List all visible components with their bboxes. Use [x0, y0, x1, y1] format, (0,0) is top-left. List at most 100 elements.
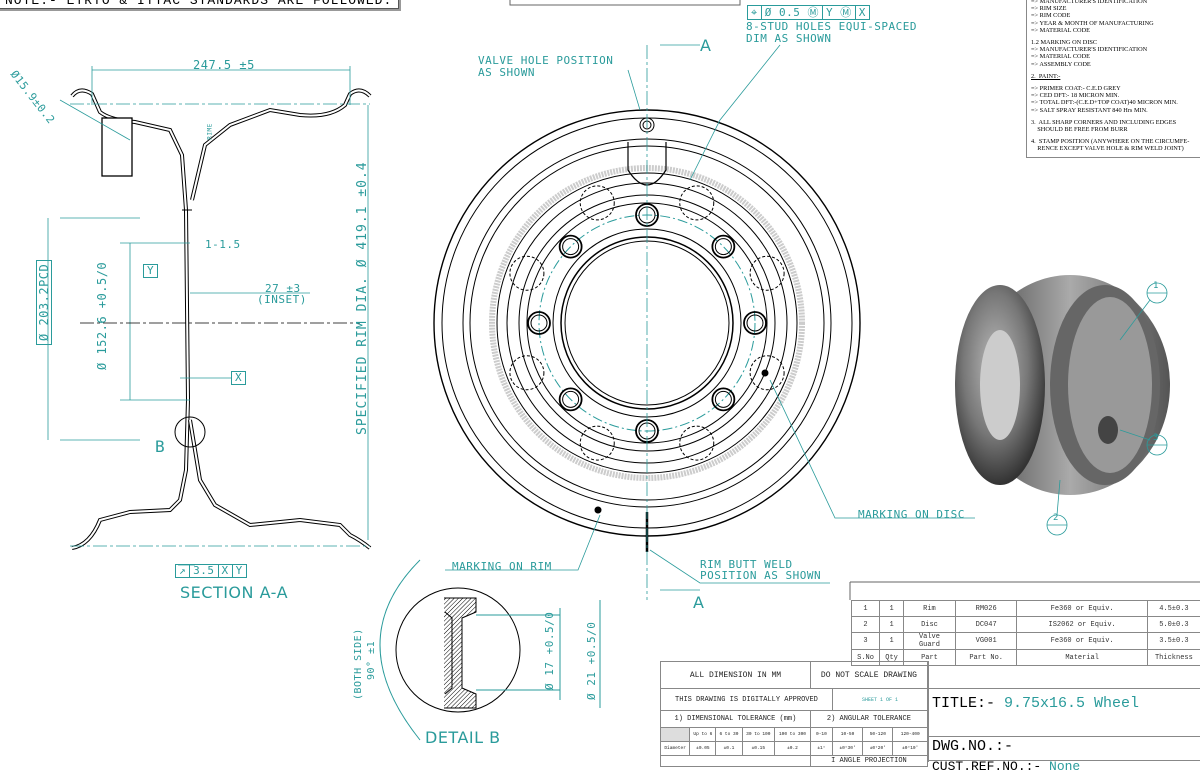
disc-vent-pocket — [580, 186, 614, 220]
dim-rim-dia: SPECIFIED RIM DIA. Ø 419.1 ±0.4 — [355, 161, 370, 435]
note-line: 1.2 MARKING ON DISC — [1031, 39, 1200, 46]
units-note: ALL DIMENSION IN MM — [661, 662, 811, 689]
bom-cell: Fe360 or Equiv. — [1017, 601, 1147, 617]
dim-tol-heading: 1) DIMENSIONAL TOLERANCE (mm) — [661, 711, 811, 728]
detail-angle: 90° ±1 — [366, 641, 377, 680]
bom-cell: 2 — [852, 617, 880, 633]
cust-ref-value: None — [1049, 759, 1080, 774]
detail-dim1: Ø 17 +0.5/0 — [543, 612, 556, 690]
marking-disc-label: MARKING ON DISC — [858, 508, 965, 521]
iso-wheel-render — [955, 275, 1170, 495]
note-line: => PRIMER COAT:- C.E.D GREY — [1031, 85, 1200, 92]
runout-datum-x: X — [219, 565, 233, 577]
bom-cell: 4.5±0.3 — [1147, 601, 1200, 617]
stud-hole — [715, 239, 731, 255]
bom-cell: 3 — [852, 633, 880, 650]
note-line: => RIM CODE — [1031, 12, 1200, 19]
marking-rim-label: MARKING ON RIM — [452, 560, 552, 573]
row-label: Diameter — [661, 742, 690, 756]
position-symbol-icon: ⌖ — [748, 6, 762, 19]
balloon-3: 3 — [1153, 433, 1159, 443]
runout-value: 3.5 — [190, 565, 218, 577]
disc-vent-pocket — [510, 256, 544, 290]
tolerance-range: 10-50 — [832, 728, 862, 742]
note-line: RENCE EXCEPT VALVE HOLE & RIM WELD JOINT… — [1031, 145, 1200, 152]
note-line: => YEAR & MONTH OF MANUFACTURING — [1031, 20, 1200, 27]
standards-note: NOTE:- ETRTO & ITTAC STANDARDS ARE FOLLO… — [0, 0, 399, 9]
title-value: 9.75x16.5 Wheel — [1004, 695, 1139, 712]
stud-hole — [715, 391, 731, 407]
detail-b-ref: B — [155, 437, 165, 456]
disc-vent-pocket — [750, 256, 784, 290]
note-line: => RIM SIZE — [1031, 5, 1200, 12]
tolerance-value: ±1° — [810, 742, 832, 756]
projection-label: I ANGLE PROJECTION — [810, 756, 927, 767]
tolerance-frame: ⌖ Ø 0.5 Ⓜ Y Ⓜ X — [747, 5, 870, 20]
section-marker-top: A — [700, 36, 711, 55]
dim-width: 247.5 ±5 — [193, 58, 255, 72]
cust-ref-label: CUST.REF.NO.:- — [932, 759, 1041, 774]
tolerance-range: 120-400 — [893, 728, 928, 742]
diagonal-cell — [661, 728, 690, 742]
tolerance-value: ±0°30' — [832, 742, 862, 756]
bom-cell: Fe360 or Equiv. — [1017, 633, 1147, 650]
stud-note: 8-STUD HOLES EQUI-SPACED DIM AS SHOWN — [746, 21, 917, 45]
disc-vent-pocket — [680, 186, 714, 220]
section-view — [72, 90, 370, 548]
tolerance-range: 6 to 30 — [716, 728, 742, 742]
note-line: 3. ALL SHARP CORNERS AND INCLUDING EDGES — [1031, 119, 1200, 126]
sheet-number: SHEET 1 OF 1 — [832, 689, 927, 711]
dwg-no: DWG.NO.:- — [929, 737, 1200, 761]
disc-vent-pocket — [510, 356, 544, 390]
general-notes: => MANUFACTURER'S IDENTIFICATION => RIM S… — [1026, 0, 1200, 158]
balloon-2: 2 — [1053, 513, 1059, 523]
note-line: => MANUFACTURER'S IDENTIFICATION — [1031, 46, 1200, 53]
weld-note: RIM BUTT WELD POSITION AS SHOWN — [700, 559, 821, 581]
bom-cell: Disc — [904, 617, 956, 633]
datum-y: Y — [143, 264, 158, 278]
detail-view — [380, 560, 600, 740]
note-line: SHOULD BE FREE FROM BURR — [1031, 126, 1200, 133]
tolerance-range: 100 to 300 — [775, 728, 811, 742]
note-line: => TOTAL DFT:-(C.E.D+TOP COAT)40 MICRON … — [1031, 99, 1200, 106]
section-marker-bottom: A — [693, 593, 704, 612]
no-scale-note: DO NOT SCALE DRAWING — [810, 662, 927, 689]
tolerance-value: ±0.2 — [775, 742, 811, 756]
disc-vent-pocket — [580, 426, 614, 460]
tolerance-range: 50-120 — [863, 728, 893, 742]
dim-pcd: Ø 203.2PCD — [36, 260, 52, 345]
balloon-1: 1 — [1153, 281, 1159, 291]
note-line: => CED DFT:- 18 MICRON MIN. — [1031, 92, 1200, 99]
tolerance-value: Ø 0.5 Ⓜ — [762, 6, 823, 19]
section-title: SECTION A-A — [180, 583, 288, 602]
valve-note: VALVE HOLE POSITION AS SHOWN — [478, 55, 613, 79]
tolerance-value: ±0°10' — [893, 742, 928, 756]
tolerance-range: 0-10 — [810, 728, 832, 742]
bom-cell: 1 — [880, 617, 904, 633]
bom-cell: 1 — [880, 601, 904, 617]
note-line: => MATERIAL CODE — [1031, 27, 1200, 34]
ang-tol-heading: 2) ANGULAR TOLERANCE — [810, 711, 927, 728]
rime-label: RIME — [207, 123, 214, 139]
bom-cell: VG001 — [955, 633, 1017, 650]
tolerance-range: 30 to 100 — [742, 728, 775, 742]
tolerance-value: ±0.05 — [690, 742, 716, 756]
detail-title: DETAIL B — [425, 728, 501, 747]
bom-cell: 1 — [852, 601, 880, 617]
title-panel: TITLE:- 9.75x16.5 Wheel DWG.NO.:- CUST.R… — [928, 661, 1200, 762]
dim-bore: Ø 152.6 +0.5/0 — [95, 262, 109, 370]
title-label: TITLE:- — [932, 695, 995, 712]
note-line: => ASSEMBLY CODE — [1031, 61, 1200, 68]
tolerance-datum-x: X — [856, 6, 869, 19]
bom-cell: 5.0±0.3 — [1147, 617, 1200, 633]
note-line: => MATERIAL CODE — [1031, 53, 1200, 60]
approval-note: THIS DRAWING IS DIGITALLY APPROVED — [661, 689, 833, 711]
bom-cell: Rim — [904, 601, 956, 617]
note-line: 2. PAINT:- — [1031, 73, 1200, 80]
tolerance-range: Up to 6 — [690, 728, 716, 742]
